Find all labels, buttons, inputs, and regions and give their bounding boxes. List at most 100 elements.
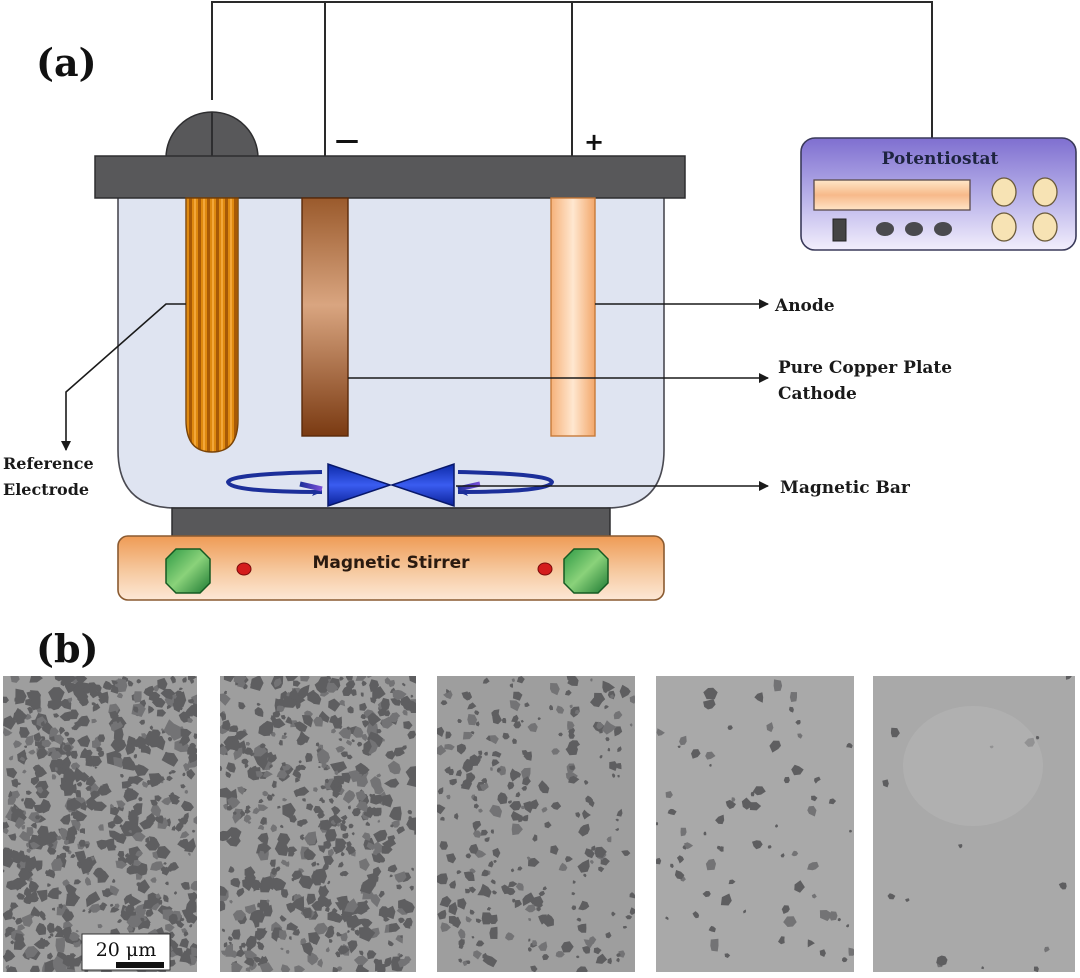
particle [75, 676, 83, 681]
particle [64, 839, 69, 845]
particle [3, 715, 17, 730]
particle [48, 698, 63, 711]
particle [38, 910, 46, 919]
particle [348, 823, 354, 829]
particle [270, 824, 277, 833]
particle [298, 875, 314, 890]
particle [544, 821, 552, 829]
particle [345, 739, 353, 746]
particle [481, 869, 489, 877]
particle [144, 685, 155, 693]
potentiostat-label: Potentiostat [882, 149, 999, 169]
particle [47, 890, 58, 898]
particle [345, 914, 362, 929]
particle [149, 725, 154, 731]
anode-label: Anode [774, 296, 835, 316]
particle [138, 797, 143, 802]
particle [325, 906, 330, 913]
particle [469, 754, 481, 764]
particle [186, 768, 196, 780]
particle [241, 942, 247, 948]
particle [265, 751, 274, 759]
particle [134, 764, 149, 777]
particle [177, 827, 182, 831]
particle [179, 687, 184, 690]
particle [465, 916, 472, 923]
particle [94, 766, 98, 769]
particle [186, 802, 194, 812]
particle [114, 683, 118, 687]
particle [783, 776, 790, 784]
particle [47, 922, 55, 934]
particle [35, 815, 41, 820]
particle [350, 927, 355, 931]
particle [127, 854, 139, 862]
particle [226, 827, 242, 840]
cathode-label-line2: Cathode [778, 384, 857, 404]
particle [113, 739, 127, 754]
particle [402, 903, 406, 908]
particle [508, 881, 518, 887]
particle [256, 941, 263, 947]
particle [273, 678, 282, 688]
particle [408, 676, 416, 684]
particle [29, 906, 41, 917]
particle [47, 935, 52, 939]
particle [616, 957, 620, 963]
particle [342, 684, 354, 696]
particle [231, 961, 243, 972]
particle [33, 938, 46, 949]
particle [384, 957, 392, 968]
particle [569, 765, 575, 771]
particle [381, 697, 390, 711]
particle [341, 819, 346, 825]
particle [703, 699, 716, 710]
particle [220, 711, 226, 721]
particle [31, 719, 39, 726]
particle [256, 757, 260, 763]
particle [373, 829, 388, 843]
particle [569, 704, 573, 709]
particle [615, 827, 619, 831]
particle [186, 703, 197, 718]
particle [332, 966, 339, 972]
particle [936, 955, 948, 966]
particle [577, 923, 587, 933]
particle [537, 902, 544, 909]
particle [220, 745, 228, 756]
particle [708, 925, 716, 933]
particle [41, 739, 51, 748]
particle [340, 751, 348, 758]
particle [598, 866, 605, 873]
particle [47, 952, 53, 960]
particle [13, 740, 23, 749]
particle [409, 703, 416, 713]
particle [505, 932, 515, 941]
particle [381, 716, 393, 729]
particle [151, 697, 166, 708]
particle [3, 909, 13, 921]
particle [54, 763, 58, 767]
particle [705, 751, 716, 760]
particle [379, 857, 386, 863]
particle [280, 947, 284, 951]
particle [401, 745, 407, 750]
particle [160, 866, 168, 873]
particle [85, 749, 93, 757]
particle [440, 922, 451, 932]
particle [811, 893, 817, 899]
particle [656, 728, 665, 736]
particle [407, 809, 413, 815]
particle [15, 817, 26, 830]
particle [292, 928, 300, 936]
particle [724, 953, 731, 958]
particle [259, 962, 274, 972]
particle [615, 818, 619, 822]
particle [508, 800, 512, 804]
particle [520, 719, 524, 723]
particle [313, 716, 323, 727]
particle [474, 710, 480, 716]
scale-bar: 20 μm [81, 933, 171, 971]
particle [174, 891, 177, 895]
particle [285, 676, 298, 682]
